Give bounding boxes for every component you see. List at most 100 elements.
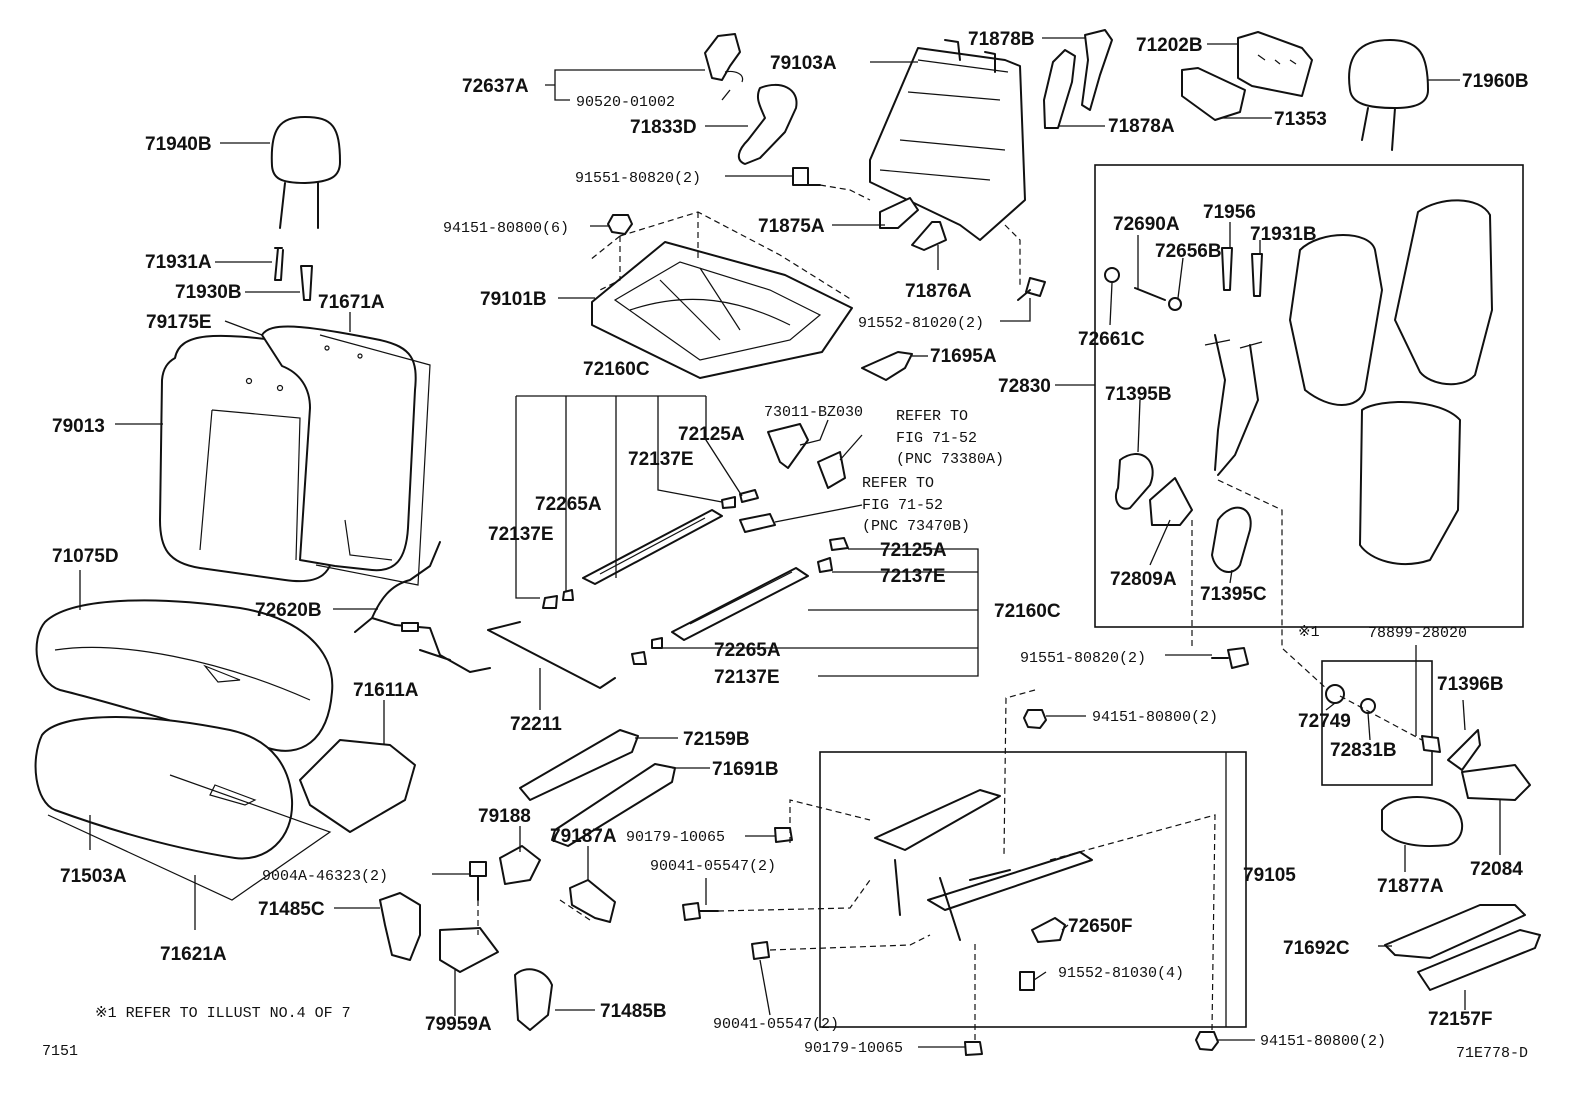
label-72656B: 72656B	[1155, 241, 1222, 262]
label-71503A: 71503A	[60, 866, 127, 887]
label-refer-2c: (PNC 73470B)	[862, 518, 970, 535]
pin-72690A	[1134, 287, 1166, 301]
headrest-71960B	[1348, 39, 1429, 151]
label-71875A: 71875A	[758, 216, 825, 237]
washer-72656B	[1168, 297, 1182, 311]
label-72084: 72084	[1470, 859, 1523, 880]
clip-72265A-right	[651, 637, 663, 649]
cover-71485B	[514, 968, 553, 1031]
cover-71691B	[551, 763, 676, 847]
seat-pad-71611A	[299, 739, 416, 833]
label-72690A: 72690A	[1113, 214, 1180, 235]
headrest-guide-71931A	[274, 247, 284, 281]
label-72137E-right: 72137E	[880, 566, 946, 587]
label-94151-80800-bottom: 94151-80800(2)	[1260, 1033, 1386, 1050]
label-79105: 79105	[1243, 865, 1296, 886]
clip-72137E-top	[721, 496, 736, 509]
label-79959A: 79959A	[425, 1014, 492, 1035]
bolt-91551-a	[792, 167, 821, 186]
cover-71878B	[1081, 29, 1113, 111]
clip-72137E-right	[817, 557, 833, 573]
seat-frame-79103A	[869, 39, 1026, 241]
label-71876A: 71876A	[905, 281, 972, 302]
headrest-guide-71930B	[300, 265, 313, 301]
label-90041-05547-top: 90041-05547(2)	[650, 858, 776, 875]
label-71395C: 71395C	[1200, 584, 1267, 605]
label-71353: 71353	[1274, 109, 1327, 130]
label-71485C: 71485C	[258, 899, 325, 920]
label-71671A: 71671A	[318, 292, 385, 313]
bolt-91552-b	[1019, 971, 1035, 991]
label-72650F: 72650F	[1068, 916, 1132, 937]
label-72157F: 72157F	[1428, 1009, 1492, 1030]
label-72137E-top: 72137E	[628, 449, 694, 470]
lever-72211	[487, 621, 616, 689]
clip-72125A-right	[829, 537, 849, 551]
cushion-frame-79101B	[591, 241, 853, 379]
nut-90179-a	[774, 827, 793, 843]
seatback-cover-right	[1289, 199, 1493, 566]
cover-71396B	[1447, 729, 1481, 771]
label-refer-1a: REFER TO	[896, 408, 968, 425]
nut-94151-a	[607, 214, 633, 235]
seatback-pad-79175E	[261, 325, 417, 572]
label-71878A: 71878A	[1108, 116, 1175, 137]
cushion-pad-71503A	[34, 716, 294, 860]
cover-72157F	[1417, 929, 1541, 991]
connector-73380A	[817, 451, 846, 489]
cover-79959A	[439, 927, 499, 973]
clip-72137E-left	[542, 595, 558, 609]
label-71692C: 71692C	[1283, 938, 1350, 959]
nut-72749	[1325, 684, 1345, 704]
nut-94151-b	[1023, 709, 1047, 729]
label-72661C: 72661C	[1078, 329, 1145, 350]
label-91551-80820-top: 91551-80820(2)	[575, 170, 701, 187]
bracket-71875A	[879, 197, 919, 229]
label-72160C-top: 72160C	[583, 359, 650, 380]
clip-72125A-top	[739, 489, 759, 503]
bracket-72650F	[1031, 917, 1066, 943]
cover-71395C	[1211, 506, 1252, 574]
label-71930B: 71930B	[175, 282, 242, 303]
label-71395B: 71395B	[1105, 384, 1172, 405]
label-90179-10065-bottom: 90179-10065	[804, 1040, 903, 1057]
label-72160C-right: 72160C	[994, 601, 1061, 622]
label-71878B: 71878B	[968, 29, 1035, 50]
label-90041-05547-bottom: 90041-05547(2)	[713, 1016, 839, 1033]
label-72125A-top: 72125A	[678, 424, 745, 445]
label-refer-1c: (PNC 73380A)	[896, 451, 1004, 468]
label-71691B: 71691B	[712, 759, 779, 780]
label-72125A-right: 72125A	[880, 540, 947, 561]
armrest-72084	[1461, 764, 1531, 801]
ref1-parts-box	[1321, 660, 1433, 786]
bracket-72637A	[704, 33, 744, 83]
label-71396B: 71396B	[1437, 674, 1504, 695]
panel-71202B	[1237, 31, 1313, 97]
label-90179-10065-top: 90179-10065	[626, 829, 725, 846]
drawing-code: 71E778-D	[1456, 1045, 1528, 1062]
bushing-72661C	[1104, 267, 1120, 283]
seat-rail-72160C-lower	[671, 567, 809, 641]
label-refer-1b: FIG 71-52	[896, 430, 977, 447]
label-72831B: 72831B	[1330, 740, 1397, 761]
label-71202B: 71202B	[1136, 35, 1203, 56]
bolt-91552-a	[1017, 277, 1046, 301]
label-94151-80800-mid: 94151-80800(2)	[1092, 709, 1218, 726]
label-72137E-left: 72137E	[488, 524, 554, 545]
seat-adjuster-box	[819, 751, 1247, 1028]
bolt-9004A-46323	[469, 861, 487, 901]
label-71956: 71956	[1203, 202, 1256, 223]
nut-90179-b	[964, 1041, 983, 1056]
label-71485B: 71485B	[600, 1001, 667, 1022]
wire-harness-72620B	[354, 541, 491, 673]
guide-71956	[1221, 247, 1233, 291]
label-72211: 72211	[510, 714, 562, 735]
nut-94151-c	[1195, 1031, 1219, 1051]
label-71877A: 71877A	[1377, 876, 1444, 897]
pad-71877A	[1381, 796, 1463, 848]
label-72265A-right: 72265A	[714, 640, 781, 661]
bracket-71876A	[911, 221, 947, 251]
bolt-90041-b	[751, 941, 770, 960]
label-9004A-46323: 9004A-46323(2)	[262, 868, 388, 885]
